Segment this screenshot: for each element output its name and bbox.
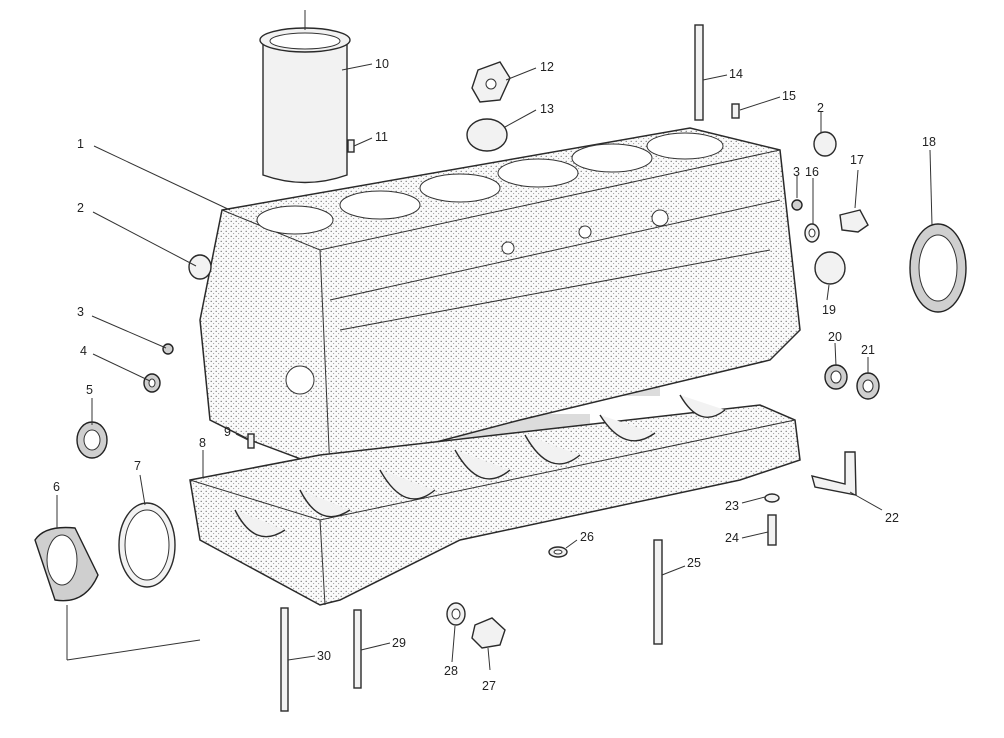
oil-seal-18 <box>909 223 967 313</box>
washer-16 <box>804 223 820 243</box>
dowel-3-right <box>791 199 803 211</box>
callout-25: 25 <box>687 556 701 570</box>
callout-28: 28 <box>444 664 458 678</box>
plug-19 <box>814 251 846 285</box>
callout-17: 17 <box>850 153 864 167</box>
pin-9 <box>247 433 255 449</box>
callout-10: 10 <box>375 57 389 71</box>
bolt-29 <box>353 609 362 689</box>
bushing-5 <box>76 421 108 459</box>
callout-22: 22 <box>885 511 899 525</box>
callout-15: 15 <box>782 89 796 103</box>
washer-26 <box>548 546 568 558</box>
leader-lines <box>56 63 933 671</box>
callout-labels: 1 2 2 3 3 4 5 6 7 8 9 10 11 12 13 14 15 … <box>53 57 936 693</box>
callout-1: 1 <box>77 137 84 151</box>
callout-12: 12 <box>540 60 554 74</box>
callout-19: 19 <box>822 303 836 317</box>
bolt-24 <box>767 514 777 546</box>
callout-7: 7 <box>134 459 141 473</box>
flange-12 <box>471 61 511 103</box>
plug-2-left <box>188 254 212 280</box>
pin-11 <box>347 139 355 153</box>
callout-27: 27 <box>482 679 496 693</box>
cylinder-liner <box>259 10 351 184</box>
bolt-30 <box>280 607 289 712</box>
dowel-3-left <box>162 343 174 355</box>
bearing-6 <box>34 526 99 602</box>
washer-23 <box>764 493 780 503</box>
cylinder-block <box>199 127 801 471</box>
callout-3-left: 3 <box>77 305 84 319</box>
callout-30: 30 <box>317 649 331 663</box>
stud-14 <box>694 24 704 121</box>
callout-3-right: 3 <box>793 165 800 179</box>
washer-28 <box>446 602 466 626</box>
callout-20: 20 <box>828 330 842 344</box>
pin-15 <box>731 103 740 119</box>
fitting-17 <box>839 209 869 233</box>
stud-25 <box>653 539 663 645</box>
crankcase-lower-block <box>189 394 801 606</box>
bushing-4 <box>143 373 161 393</box>
callout-18: 18 <box>922 135 936 149</box>
callout-16: 16 <box>805 165 819 179</box>
plug-13 <box>466 118 508 152</box>
elbow-fitting-22 <box>811 451 857 496</box>
callout-4: 4 <box>80 344 87 358</box>
callout-29: 29 <box>392 636 406 650</box>
plug-2-right <box>813 131 837 157</box>
callout-5: 5 <box>86 383 93 397</box>
callout-2-left: 2 <box>77 201 84 215</box>
callout-24: 24 <box>725 531 739 545</box>
thrust-washer-7 <box>118 502 176 588</box>
callout-8: 8 <box>199 436 206 450</box>
callout-13: 13 <box>540 102 554 116</box>
bushing-21 <box>856 372 880 400</box>
callout-26: 26 <box>580 530 594 544</box>
callout-21: 21 <box>861 343 875 357</box>
callout-11: 11 <box>375 130 388 144</box>
callout-9: 9 <box>224 425 231 439</box>
drain-plug-27 <box>471 617 506 649</box>
callout-2-right: 2 <box>817 101 824 115</box>
callout-23: 23 <box>725 499 739 513</box>
callout-14: 14 <box>729 67 743 81</box>
callout-6: 6 <box>53 480 60 494</box>
bushing-20 <box>824 364 848 390</box>
